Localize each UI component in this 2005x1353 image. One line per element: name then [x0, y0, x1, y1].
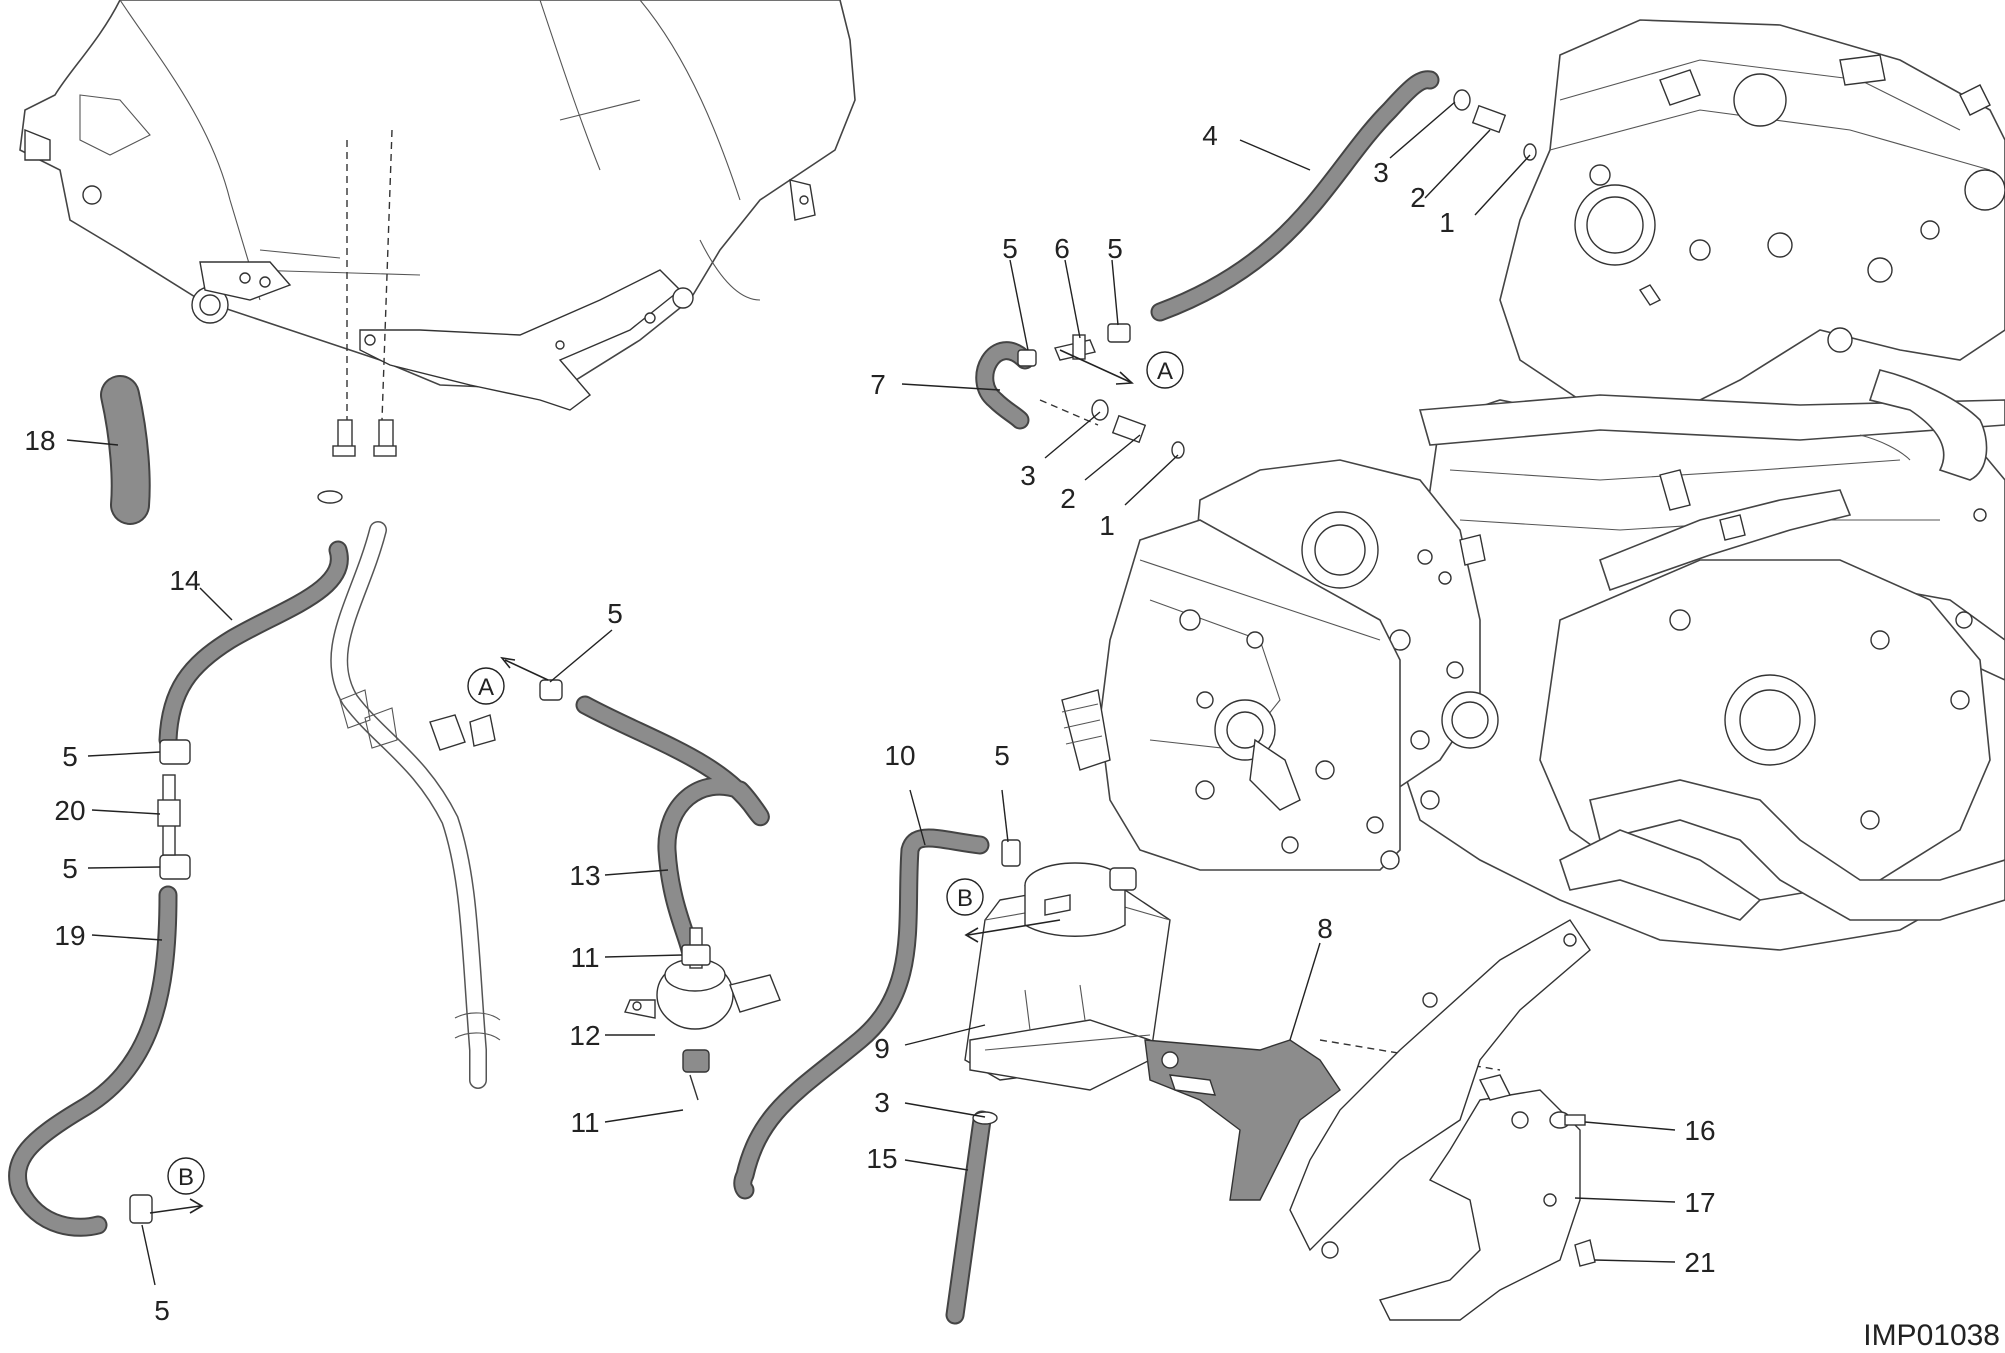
callout-c7: 7	[870, 369, 886, 400]
callout-c2a: 2	[1410, 182, 1426, 213]
bracket-8	[1144, 1039, 1341, 1201]
bolt-16	[1478, 1074, 1586, 1129]
reference-markers: A A B B	[167, 351, 1184, 1195]
clamp-5	[129, 323, 1131, 1224]
canister-9	[964, 862, 1171, 1091]
connector-20	[157, 774, 181, 856]
callout-c14: 14	[169, 565, 200, 596]
callout-c20: 20	[54, 795, 85, 826]
ref-refA2: A	[478, 674, 494, 701]
callout-c21: 21	[1684, 1247, 1715, 1278]
callout-c11b: 11	[570, 1107, 599, 1138]
tank-nipples	[317, 419, 397, 504]
leader-lines	[66, 101, 1676, 1286]
ref-refA1: A	[1157, 358, 1173, 385]
callout-c10: 10	[884, 740, 915, 771]
fuel-tank-outline	[19, 0, 856, 411]
callout-c19: 19	[54, 920, 85, 951]
hose-4	[1150, 70, 1440, 322]
drawing-code: IMP01038	[1863, 1319, 2000, 1352]
callout-labels: 1 2 3 4 5 6 5 7 3 2 1 18 14 5 20 5 19 5 …	[24, 120, 1715, 1326]
bracket-frame-plate	[1289, 919, 1591, 1259]
callout-c3a: 3	[1373, 157, 1389, 188]
hose-18	[100, 375, 151, 525]
assembly-guide-lines	[346, 129, 1501, 1071]
callout-c5g: 5	[994, 740, 1010, 771]
callout-c5d: 5	[62, 853, 78, 884]
callout-c11a: 11	[570, 942, 599, 973]
clamp-a-loose	[469, 714, 496, 747]
hose-14	[158, 540, 349, 750]
callout-c12: 12	[569, 1020, 600, 1051]
callout-c5a: 5	[1002, 233, 1018, 264]
hose-13	[575, 695, 770, 960]
callout-c5f: 5	[607, 598, 623, 629]
callout-c16: 16	[1684, 1115, 1715, 1146]
bracket-17	[1378, 1089, 1581, 1321]
callout-c18: 18	[24, 425, 55, 456]
ref-refB2: B	[178, 1164, 194, 1191]
engine-assembly	[1061, 19, 2005, 951]
ghost-hose	[330, 521, 501, 1089]
fittings-1-2-3	[972, 89, 1537, 1125]
callout-c4: 4	[1202, 120, 1218, 151]
callout-c5b: 5	[1107, 233, 1123, 264]
valve-12	[624, 927, 781, 1101]
callout-c17: 17	[1684, 1187, 1715, 1218]
flow-arrows	[149, 349, 1134, 1214]
callout-c5e: 5	[154, 1295, 170, 1326]
callout-c3b: 3	[1020, 460, 1036, 491]
callout-c1a: 1	[1439, 207, 1455, 238]
callout-c2b: 2	[1060, 483, 1076, 514]
clip-21	[1574, 1239, 1596, 1267]
ref-refB1: B	[957, 885, 973, 912]
callout-c5c: 5	[62, 741, 78, 772]
hose-7	[975, 341, 1035, 430]
callout-c9: 9	[874, 1033, 890, 1064]
hose-15	[945, 1110, 992, 1325]
callout-c15: 15	[866, 1143, 897, 1174]
hose-19	[8, 885, 178, 1237]
callout-c3c: 3	[874, 1087, 890, 1118]
callout-c6: 6	[1054, 233, 1070, 264]
callout-c8: 8	[1317, 913, 1333, 944]
callout-c1b: 1	[1099, 510, 1115, 541]
hose-10	[733, 828, 990, 1200]
callout-c13: 13	[569, 860, 600, 891]
